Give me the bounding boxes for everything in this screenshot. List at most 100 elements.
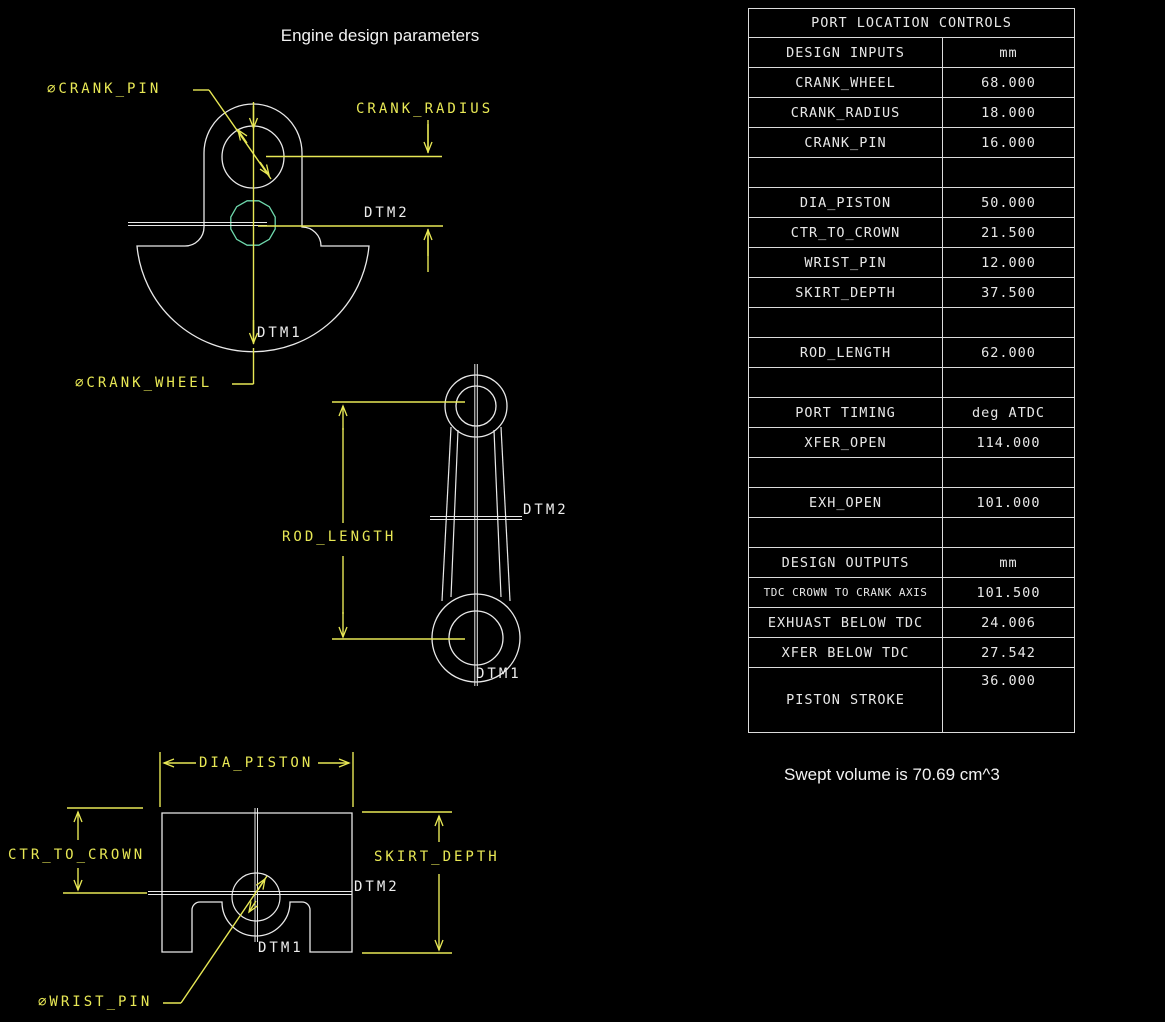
- label-crank-dtm1: DTM1: [257, 325, 303, 341]
- crank-dtm2-plane-edge: [128, 222, 267, 226]
- param-value-cell: 101.500: [942, 577, 1075, 608]
- param-value-cell: 37.500: [942, 277, 1075, 308]
- label-rod-length: ROD_LENGTH: [282, 529, 397, 545]
- param-name-cell: EXHUAST BELOW TDC: [748, 607, 943, 638]
- param-name-cell: XFER_OPEN: [748, 427, 943, 458]
- param-value-cell: 114.000: [942, 427, 1075, 458]
- table-row: [748, 307, 1075, 338]
- param-name-cell: [748, 367, 943, 398]
- table-row: [748, 157, 1075, 188]
- param-value-cell: 18.000: [942, 97, 1075, 128]
- param-name-cell: XFER BELOW TDC: [748, 637, 943, 668]
- param-name-cell: CTR_TO_CROWN: [748, 217, 943, 248]
- param-value-cell: 50.000: [942, 187, 1075, 218]
- param-value-cell: [942, 157, 1075, 188]
- param-value-cell: 27.542: [942, 637, 1075, 668]
- param-value-cell: 62.000: [942, 337, 1075, 368]
- label-crank-dtm2: DTM2: [364, 205, 410, 221]
- param-value-cell: deg ATDC: [942, 397, 1075, 428]
- label-crank-pin: ⌀CRANK_PIN: [47, 81, 162, 97]
- param-name-cell: DIA_PISTON: [748, 187, 943, 218]
- label-crank-wheel: ⌀CRANK_WHEEL: [75, 375, 213, 391]
- param-name-cell: DESIGN OUTPUTS: [748, 547, 943, 578]
- param-name-cell: CRANK_RADIUS: [748, 97, 943, 128]
- crank-dimensions: [193, 89, 443, 385]
- param-name-cell: [748, 457, 943, 488]
- param-value-cell: [942, 307, 1075, 338]
- table-header-cell: PORT LOCATION CONTROLS: [748, 8, 1075, 38]
- rod-view: [332, 364, 522, 686]
- wrist-pin-circle: [231, 872, 281, 922]
- label-ctr-to-crown: CTR_TO_CROWN: [8, 847, 146, 863]
- crank-wheel-outline: [136, 103, 370, 353]
- param-value-cell: 36.000: [942, 667, 1075, 733]
- piston-centerline: [254, 808, 258, 942]
- param-value-cell: 16.000: [942, 127, 1075, 158]
- param-value-cell: 68.000: [942, 67, 1075, 98]
- param-name-cell: SKIRT_DEPTH: [748, 277, 943, 308]
- param-value-cell: 21.500: [942, 217, 1075, 248]
- param-name-cell: EXH_OPEN: [748, 487, 943, 518]
- param-name-cell: DESIGN INPUTS: [748, 37, 943, 68]
- label-rod-dtm2: DTM2: [523, 502, 569, 518]
- table-row: [748, 367, 1075, 398]
- rod-dtm2-plane-edge: [430, 516, 522, 520]
- table-row: [748, 517, 1075, 548]
- label-crank-radius: CRANK_RADIUS: [356, 101, 494, 117]
- param-value-cell: 101.000: [942, 487, 1075, 518]
- label-rod-dtm1: DTM1: [476, 666, 522, 682]
- param-value-cell: 12.000: [942, 247, 1075, 278]
- param-name-cell: TDC CROWN TO CRANK AXIS: [748, 577, 943, 608]
- table-row: PORT LOCATION CONTROLS: [748, 8, 1075, 38]
- piston-dimensions: [63, 752, 452, 1004]
- param-value-cell: [942, 517, 1075, 548]
- param-value-cell: [942, 367, 1075, 398]
- label-wrist-pin: ⌀WRIST_PIN: [38, 994, 153, 1010]
- rod-centerline: [474, 364, 478, 686]
- param-value-cell: mm: [942, 547, 1075, 578]
- piston-dtm2-plane-edge: [148, 891, 352, 895]
- table-row: [748, 457, 1075, 488]
- param-name-cell: [748, 517, 943, 548]
- rod-big-end-outer: [431, 593, 521, 683]
- param-name-cell: PISTON STROKE: [748, 667, 943, 733]
- param-value-cell: mm: [942, 37, 1075, 68]
- crank-view: [128, 89, 443, 385]
- label-skirt-depth: SKIRT_DEPTH: [374, 849, 500, 865]
- param-name-cell: [748, 157, 943, 188]
- param-value-cell: 24.006: [942, 607, 1075, 638]
- param-name-cell: WRIST_PIN: [748, 247, 943, 278]
- param-name-cell: ROD_LENGTH: [748, 337, 943, 368]
- page-title: Engine design parameters: [280, 26, 480, 45]
- rod-big-end-bore: [448, 610, 504, 666]
- label-piston-dtm2: DTM2: [354, 879, 400, 895]
- param-name-cell: PORT TIMING: [748, 397, 943, 428]
- crank-shaft-datum-circle: [230, 200, 276, 246]
- rod-shank-outline: [441, 426, 511, 602]
- rod-length-dimension: [332, 401, 465, 640]
- param-name-cell: [748, 307, 943, 338]
- param-value-cell: [942, 457, 1075, 488]
- rod-small-end-bore: [455, 385, 497, 427]
- param-name-cell: CRANK_PIN: [748, 127, 943, 158]
- swept-volume-note: Swept volume is 70.69 cm^3: [784, 765, 1000, 784]
- rod-small-end-outer: [444, 374, 508, 438]
